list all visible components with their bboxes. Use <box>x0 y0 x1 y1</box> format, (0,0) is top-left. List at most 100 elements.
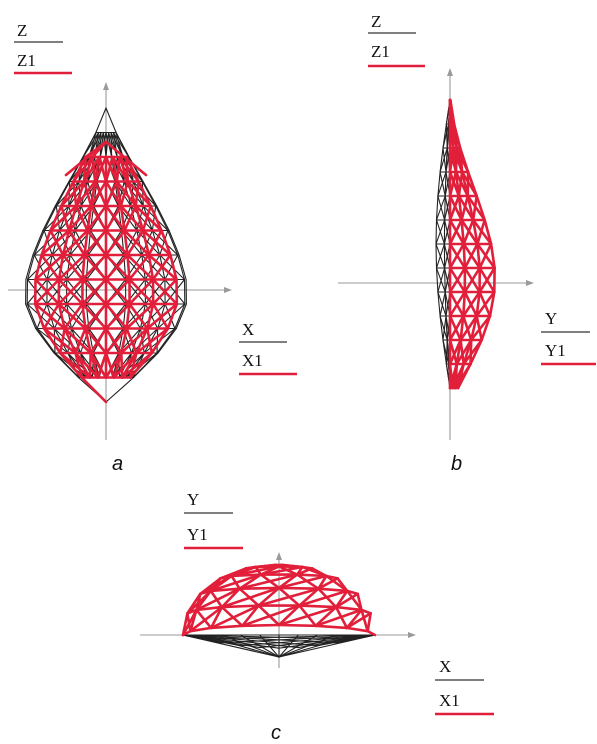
panel-c-caption: c <box>271 722 281 744</box>
mesh-edge <box>151 278 178 306</box>
outline-edge <box>25 303 37 330</box>
mesh-edge <box>63 327 77 355</box>
mesh-edge <box>146 302 155 330</box>
mesh-edge <box>442 147 447 173</box>
panel-b-z1-label: Z1 <box>371 42 390 61</box>
mesh-edge <box>115 155 121 183</box>
mesh-edge <box>104 155 115 183</box>
mesh-edge <box>182 634 318 647</box>
panel-a-x-arrow <box>224 287 232 293</box>
mesh-edge <box>241 604 260 628</box>
mesh-edge <box>59 180 75 208</box>
mesh-edge <box>174 303 186 330</box>
mesh-edge <box>463 266 482 294</box>
mesh-edge <box>120 327 149 355</box>
mesh-edge <box>93 155 108 183</box>
mesh-edge <box>458 146 464 174</box>
mesh-edge <box>57 253 86 281</box>
mesh-edge <box>55 180 71 207</box>
mesh-edge <box>435 219 446 245</box>
mesh-edge <box>40 229 71 257</box>
mesh-edge <box>43 229 53 256</box>
mesh-edge <box>126 253 131 281</box>
mesh-edge <box>81 278 108 306</box>
mesh-edge <box>141 204 152 232</box>
panel-a-z-arrow <box>103 82 109 90</box>
mesh-edge <box>195 592 202 612</box>
mesh-edge <box>141 229 172 257</box>
mesh-edge <box>66 254 71 281</box>
mesh-edge <box>84 327 108 355</box>
mesh-edge <box>126 180 152 208</box>
mesh-edge <box>119 180 130 208</box>
mesh-edge <box>58 327 66 355</box>
mesh-edge <box>334 605 349 630</box>
mesh-edge <box>435 219 438 245</box>
mesh-edge <box>257 586 281 607</box>
mesh-edge <box>448 194 461 222</box>
mesh-edge <box>439 315 448 341</box>
mesh-edge <box>57 302 66 330</box>
outline-edge <box>25 254 34 281</box>
mesh-edge <box>457 194 475 222</box>
panel-c-wireframe-primary <box>182 634 376 658</box>
mesh-edge <box>105 131 110 158</box>
panel-b-y-arrow <box>526 280 534 286</box>
mesh-edge <box>129 351 138 379</box>
mesh-edge <box>463 242 479 270</box>
mesh-edge <box>123 204 138 232</box>
mesh-edge <box>104 204 123 232</box>
mesh-edge <box>112 351 138 379</box>
mesh-edge <box>278 634 318 658</box>
mesh-edge <box>128 278 155 306</box>
panel-b-z-label: Z <box>371 12 381 31</box>
mesh-edge <box>334 589 349 609</box>
mesh-edge <box>146 327 154 355</box>
panel-b-caption: b <box>451 453 462 475</box>
mesh-edge <box>442 339 450 365</box>
mesh-edge <box>67 204 78 232</box>
mesh-edge <box>451 122 455 150</box>
mesh-edge <box>86 204 93 232</box>
mesh-edge <box>120 351 154 379</box>
outline-edge <box>32 229 44 256</box>
mesh-edge <box>80 376 108 404</box>
mesh-edge <box>156 327 159 354</box>
outline-edge <box>54 180 70 207</box>
mesh-edge <box>149 204 163 232</box>
mesh-edge <box>164 278 186 305</box>
mesh-edge <box>132 352 158 379</box>
mesh-edge <box>166 302 179 330</box>
mesh-edge <box>96 351 108 379</box>
mesh-edge <box>277 623 318 628</box>
mesh-edge <box>69 229 76 256</box>
mesh-edge <box>115 180 138 208</box>
mesh-edge <box>104 204 126 232</box>
mesh-edge <box>146 302 179 330</box>
mesh-edge <box>442 123 450 149</box>
mesh-edge <box>83 229 89 257</box>
mesh-edge <box>478 242 493 270</box>
mesh-edge <box>230 574 241 591</box>
mesh-edge <box>150 327 170 355</box>
mesh-edge <box>475 194 487 222</box>
mesh-edge <box>257 604 281 627</box>
mesh-edge <box>49 204 63 232</box>
mesh-edge <box>238 587 260 607</box>
mesh-edge <box>104 140 148 177</box>
mesh-edge <box>220 604 260 609</box>
mesh-edge <box>279 563 304 569</box>
outline-edge <box>105 376 135 403</box>
mesh-edge <box>93 180 108 208</box>
mesh-edge <box>160 229 172 257</box>
mesh-edge <box>59 180 86 208</box>
mesh-edge <box>126 229 145 257</box>
mesh-edge <box>49 204 78 232</box>
mesh-edge <box>469 314 479 342</box>
mesh-edge <box>81 302 87 330</box>
mesh-edge <box>298 589 349 607</box>
mesh-edge <box>448 242 466 270</box>
mesh-edge <box>259 565 304 576</box>
panel-c-y-label: Y <box>187 490 199 509</box>
